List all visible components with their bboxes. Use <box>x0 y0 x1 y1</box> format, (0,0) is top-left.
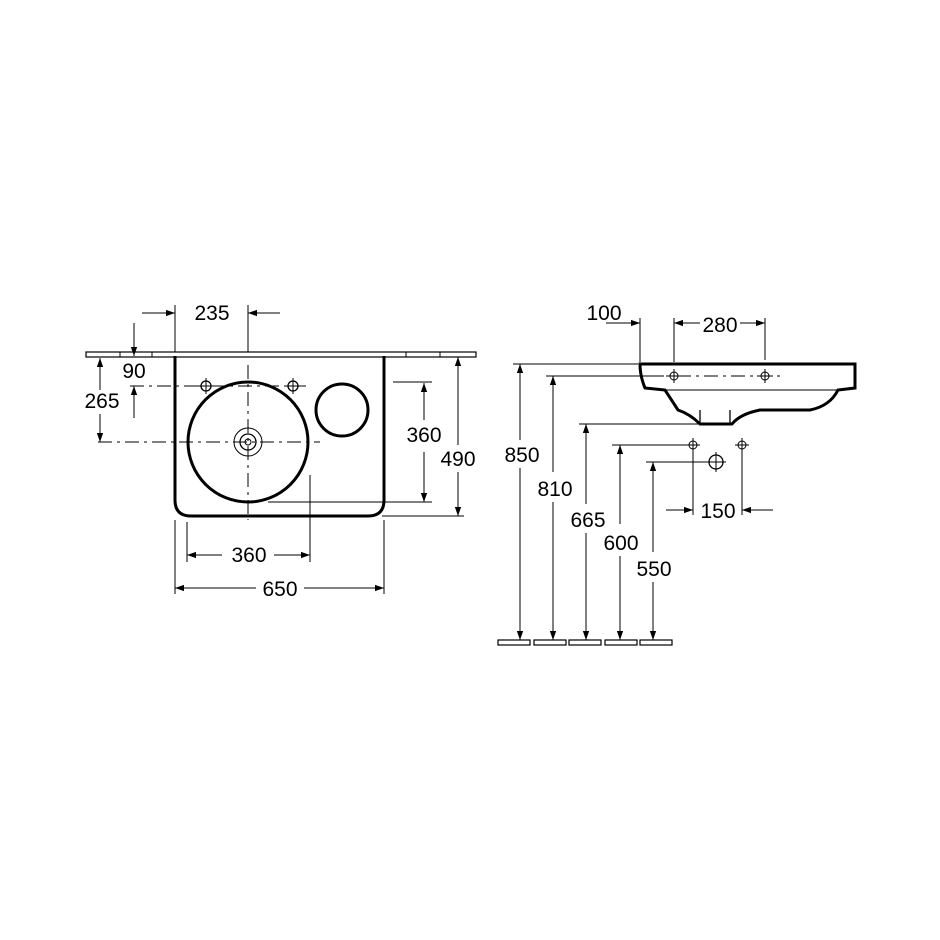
wall-strip <box>85 351 477 358</box>
dim-550: 550 <box>636 462 672 640</box>
dim-360-vertical: 360 <box>406 383 442 502</box>
dim-665-label: 665 <box>570 509 605 532</box>
dim-550-label: 550 <box>636 558 671 581</box>
supply-right <box>735 438 749 452</box>
dim-265: 265 <box>84 358 120 442</box>
dim-810: 810 <box>537 376 573 640</box>
dim-490: 490 <box>440 357 476 516</box>
dim-490-label: 490 <box>440 448 475 471</box>
dim-90-label: 90 <box>122 360 145 383</box>
dim-650-label: 650 <box>262 578 297 601</box>
dim-235-label: 235 <box>194 302 229 325</box>
dim-235: 235 <box>142 302 280 325</box>
soap-recess <box>314 382 370 438</box>
dim-850-label: 850 <box>504 444 539 467</box>
dim-600-label: 600 <box>603 532 638 555</box>
dim-100: 100 <box>586 302 640 327</box>
dim-360v-label: 360 <box>406 424 441 447</box>
basin-profile <box>638 362 857 426</box>
dim-360h-label: 360 <box>231 544 266 567</box>
floor-line <box>497 639 673 646</box>
top-view: 235 90 265 360 490 360 <box>84 302 477 601</box>
dim-150: 150 <box>666 500 773 523</box>
dim-100-label: 100 <box>586 302 621 325</box>
dim-665: 665 <box>570 424 606 640</box>
dim-810-label: 810 <box>537 478 572 501</box>
waste-outlet <box>706 452 726 472</box>
dim-360-horizontal: 360 <box>187 544 310 567</box>
dim-90: 90 <box>122 323 146 418</box>
dim-280-label: 280 <box>702 314 737 337</box>
side-view: 100 280 850 810 665 600 <box>497 302 857 646</box>
dim-265-label: 265 <box>84 390 119 413</box>
basin-outline <box>173 356 386 518</box>
dim-150-label: 150 <box>700 500 735 523</box>
supply-left <box>686 438 700 452</box>
dim-600: 600 <box>603 445 639 640</box>
dim-650: 650 <box>175 578 384 601</box>
dim-280: 280 <box>674 314 765 337</box>
dim-850: 850 <box>504 364 540 640</box>
